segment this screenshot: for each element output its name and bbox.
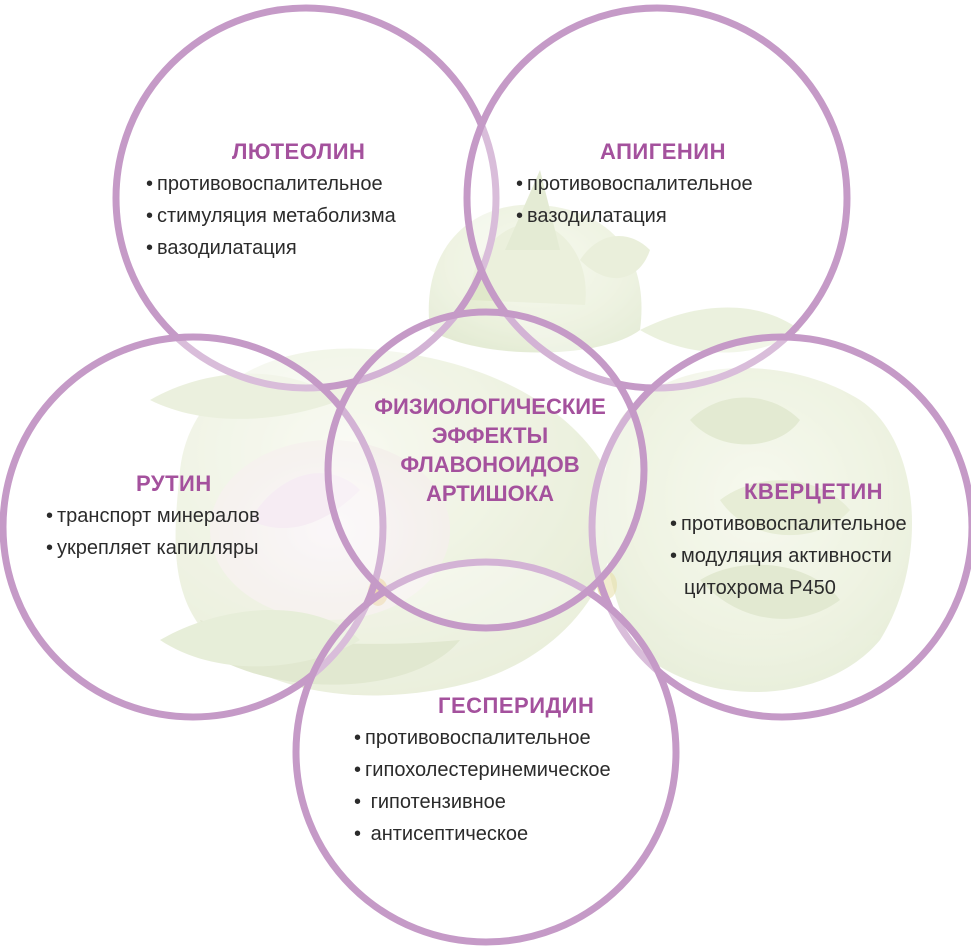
- rutin-title: РУТИН: [136, 471, 212, 496]
- hesperidin-title: ГЕСПЕРИДИН: [438, 693, 595, 718]
- hesperidin-item: •гипохолестеринемическое: [354, 759, 611, 781]
- rutin-item: •транспорт минералов: [46, 505, 260, 527]
- item-text: стимуляция метаболизма: [157, 205, 396, 227]
- luteolin-item: •вазодилатация: [146, 237, 297, 259]
- circles: [0, 4, 971, 946]
- circle-rutin: [0, 333, 387, 721]
- item-text: противовоспалительное: [527, 173, 753, 195]
- quercetin-item: •модуляция активности: [670, 545, 892, 567]
- quercetin-title: КВЕРЦЕТИН: [744, 479, 884, 504]
- luteolin-title: ЛЮТЕОЛИН: [232, 139, 366, 164]
- circle-center: [324, 308, 648, 632]
- item-text: противовоспалительное: [157, 173, 383, 195]
- rutin-item: •укрепляет капилляры: [46, 537, 259, 559]
- apigenin-block: АПИГЕНИН •противовоспалительное •вазодил…: [516, 136, 753, 232]
- rutin-block: РУТИН •транспорт минералов •укрепляет ка…: [46, 468, 260, 564]
- quercetin-block: КВЕРЦЕТИН •противовоспалительное •модуля…: [670, 476, 907, 604]
- circle-quercetin: [588, 333, 971, 721]
- center-title-line: ЭФФЕКТЫ: [431, 423, 549, 448]
- item-text: противовоспалительное: [365, 727, 591, 749]
- hesperidin-block: ГЕСПЕРИДИН •противовоспалительное •гипох…: [354, 690, 611, 850]
- center-title-line: ФИЗИОЛОГИЧЕСКИЕ: [374, 394, 606, 419]
- apigenin-title: АПИГЕНИН: [600, 139, 726, 164]
- item-text: гипотензивное: [370, 791, 506, 813]
- item-text: цитохрома Р450: [684, 577, 836, 599]
- item-text: антисептическое: [370, 823, 529, 845]
- luteolin-item: •противовоспалительное: [146, 173, 383, 195]
- item-text: противовоспалительное: [681, 513, 907, 535]
- item-text: вазодилатация: [527, 205, 667, 227]
- apigenin-item: •противовоспалительное: [516, 173, 753, 195]
- item-text: гипохолестеринемическое: [365, 759, 611, 781]
- hesperidin-item: •противовоспалительное: [354, 727, 591, 749]
- luteolin-block: ЛЮТЕОЛИН •противовоспалительное •стимуля…: [146, 136, 396, 264]
- hesperidin-item: • антисептическое: [354, 823, 529, 845]
- apigenin-item: •вазодилатация: [516, 205, 667, 227]
- item-text: модуляция активности: [681, 545, 892, 567]
- quercetin-item: •противовоспалительное: [670, 513, 907, 535]
- item-text: вазодилатация: [157, 237, 297, 259]
- circle-hesperidin: [292, 558, 680, 946]
- quercetin-item: цитохрома Р450: [670, 572, 907, 604]
- hesperidin-item: • гипотензивное: [354, 791, 506, 813]
- circle-luteolin: [112, 4, 500, 392]
- luteolin-item: •стимуляция метаболизма: [146, 205, 396, 227]
- center-title-line: ФЛАВОНОИДОВ: [400, 452, 580, 477]
- item-text: транспорт минералов: [57, 505, 260, 527]
- artichoke-photo: [150, 170, 913, 696]
- center-title-line: АРТИШОКА: [425, 481, 555, 506]
- item-text: укрепляет капилляры: [57, 537, 259, 559]
- center-title: ФИЗИОЛОГИЧЕСКИЕ ЭФФЕКТЫ ФЛАВОНОИДОВ АРТИ…: [360, 392, 620, 508]
